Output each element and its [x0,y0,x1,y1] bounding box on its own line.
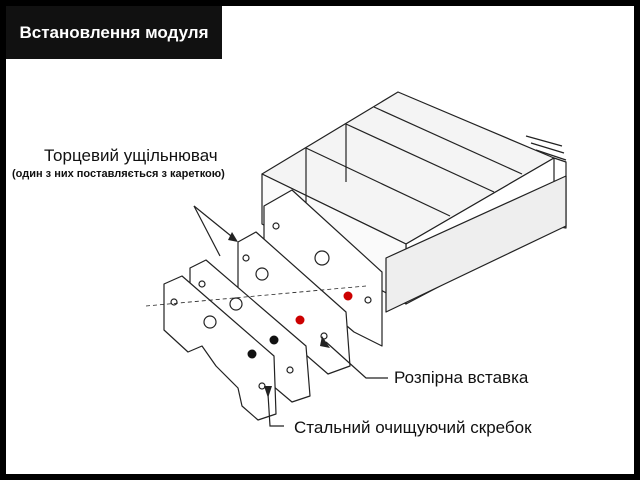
scraper-plate [163,275,277,421]
leader-seal-2 [193,205,221,257]
leader-seal-1 [193,205,237,241]
module-installation-drawing [145,91,567,427]
end-seal-note: (один з них поставляється з кареткою) [12,168,225,180]
scraper-label: Стальний очищуючий скребок [294,418,532,437]
black-dot-1 [269,335,279,345]
leader-scraper [267,393,284,427]
red-dot-1 [343,291,353,301]
carriage-end-plate [263,189,383,347]
spacer-label: Розпірна вставка [394,368,529,387]
red-dot-2 [295,315,305,325]
leader-spacer [325,341,388,379]
end-seal-label: Торцевий ущільнювач [44,146,218,165]
page-title: Встановлення модуля [6,6,222,59]
black-dot-2 [247,349,257,359]
diagram-frame: Встановлення модуля Торцевий ущільнювач … [6,6,634,474]
